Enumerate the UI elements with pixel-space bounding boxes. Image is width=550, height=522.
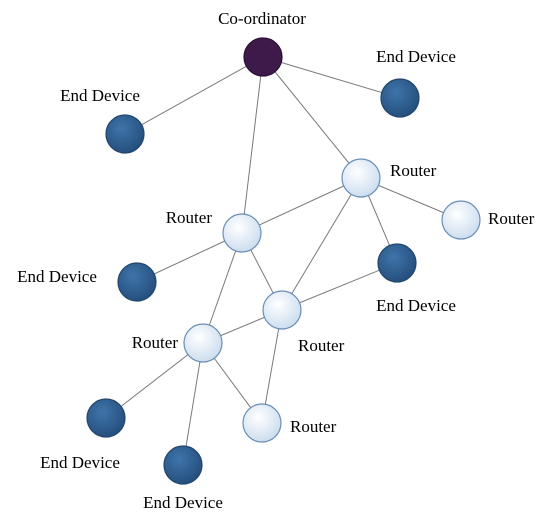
edge-router_lower_left-to-end_bottom bbox=[182, 342, 204, 466]
node-label-router-lower-left: Router bbox=[132, 333, 179, 352]
node-label-end-mid-right: End Device bbox=[376, 296, 456, 315]
coordinator-node-coordinator bbox=[243, 37, 283, 77]
node-label-router-upper-right: Router bbox=[390, 161, 437, 180]
router-node-router-bottom bbox=[242, 403, 282, 443]
node-group bbox=[86, 37, 481, 485]
router-node-router-upper-left bbox=[222, 213, 262, 253]
end-device-node-end-top-left bbox=[105, 114, 145, 154]
edge-router_upper_right-to-router_center bbox=[281, 177, 362, 311]
edge-coordinator-to-end_top_right bbox=[262, 56, 401, 99]
end-device-node-end-bottom-left bbox=[86, 398, 126, 438]
node-label-router-upper-left: Router bbox=[166, 208, 213, 227]
node-label-coordinator: Co-ordinator bbox=[218, 9, 306, 28]
edge-router_lower_left-to-end_bottom_left bbox=[105, 342, 204, 419]
node-label-end-top-left: End Device bbox=[60, 86, 140, 105]
end-device-node-end-mid-right bbox=[377, 243, 417, 283]
node-label-end-bottom-left: End Device bbox=[40, 453, 120, 472]
node-label-end-bottom: End Device bbox=[143, 493, 223, 512]
end-device-node-end-mid-left bbox=[117, 262, 157, 302]
router-node-router-lower-left bbox=[183, 323, 223, 363]
edge-coordinator-to-end_top_left bbox=[124, 56, 264, 135]
end-device-node-end-top-right bbox=[380, 78, 420, 118]
edge-router_upper_right-to-router_upper_left bbox=[241, 177, 362, 234]
edge-coordinator-to-router_upper_right bbox=[262, 56, 362, 179]
edge-coordinator-to-router_upper_left bbox=[241, 56, 264, 234]
router-node-router-far-right bbox=[441, 200, 481, 240]
node-label-router-center: Router bbox=[298, 336, 345, 355]
node-label-router-far-right: Router bbox=[488, 209, 535, 228]
node-label-router-bottom: Router bbox=[290, 417, 337, 436]
node-label-end-mid-left: End Device bbox=[17, 267, 97, 286]
node-label-end-top-right: End Device bbox=[376, 47, 456, 66]
router-node-router-upper-right bbox=[341, 158, 381, 198]
router-node-router-center bbox=[262, 290, 302, 330]
end-device-node-end-bottom bbox=[163, 445, 203, 485]
edge-router_center-to-end_mid_right bbox=[281, 262, 398, 311]
